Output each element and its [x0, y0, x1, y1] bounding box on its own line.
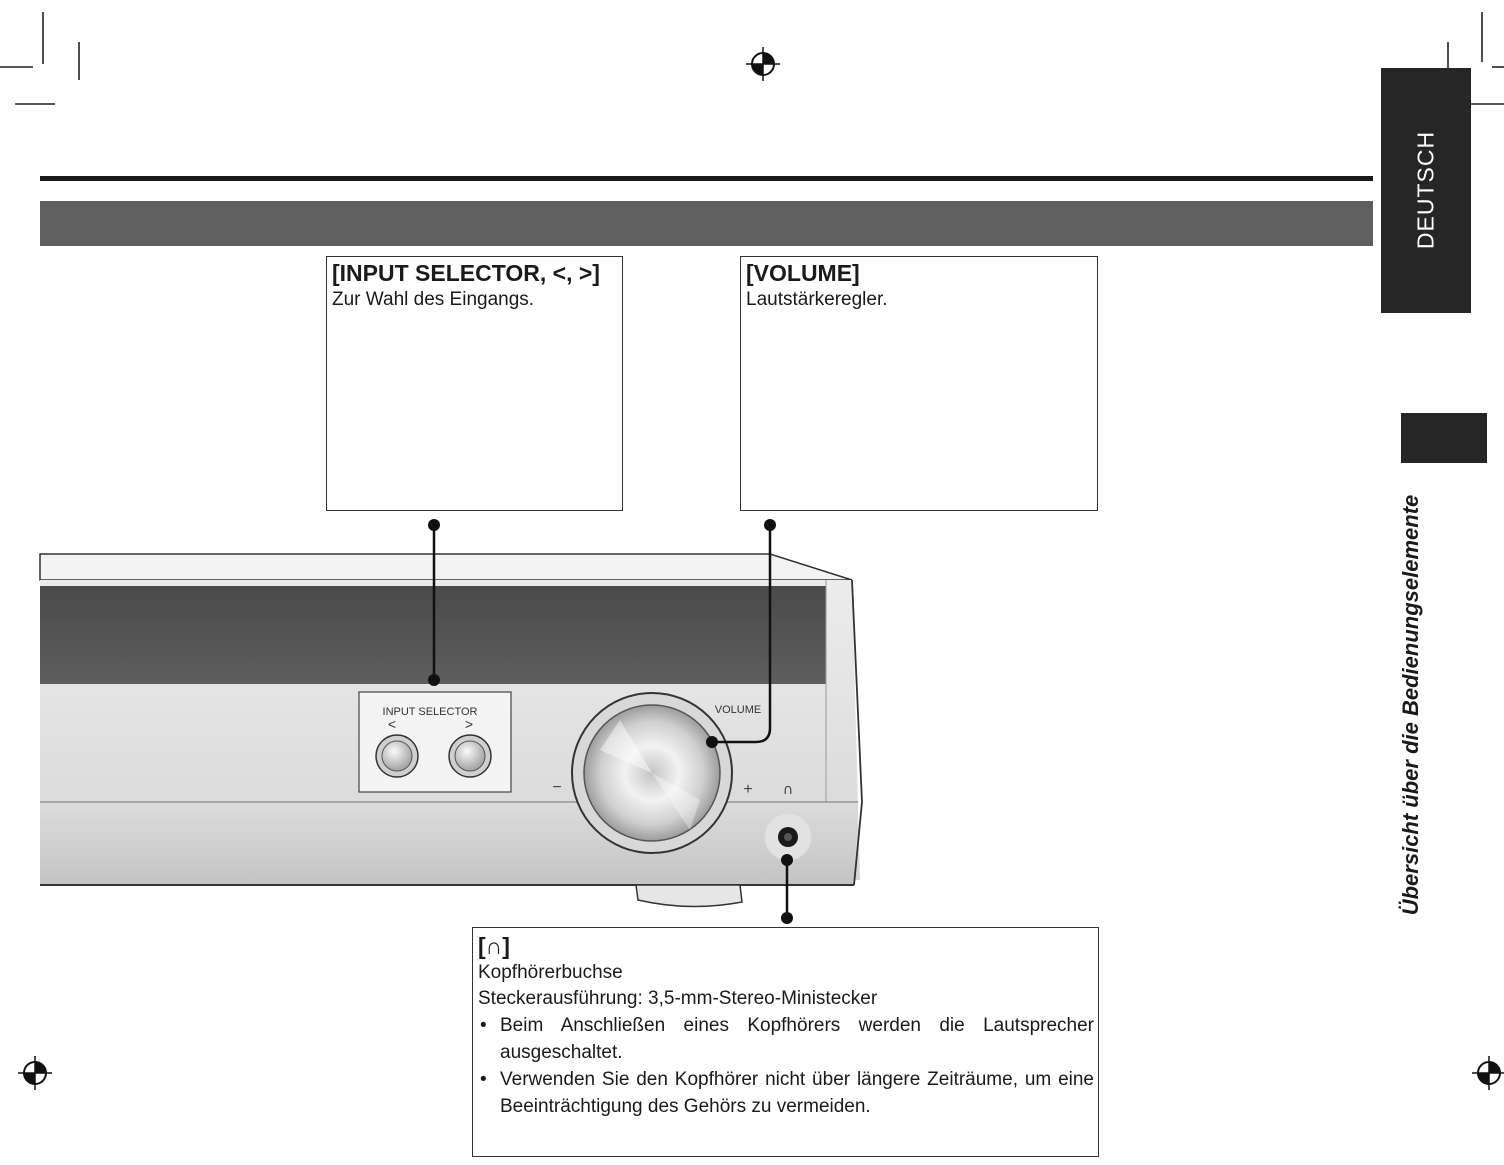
callout-input-selector: [INPUT SELECTOR, <, >] Zur Wahl des Eing… — [326, 256, 623, 511]
registration-mark-left — [18, 1056, 52, 1090]
bullet-item: Verwenden Sie den Kopfhörer nicht über l… — [478, 1066, 1094, 1120]
callout-input-selector-title: [INPUT SELECTOR, <, >] — [332, 260, 600, 286]
callout-headphones-bullets: Beim Anschließen eines Kopfhörers werden… — [473, 1012, 1098, 1120]
panel-less-label: < — [388, 716, 396, 732]
language-tab: DEUTSCH — [1381, 68, 1471, 313]
section-header-bar — [40, 201, 1373, 246]
panel-minus-label: − — [552, 779, 561, 796]
callout-volume-text: Lautstärkeregler. — [746, 289, 888, 310]
section-tab-marker — [1401, 413, 1487, 463]
panel-greater-label: > — [465, 716, 473, 732]
callout-headphones: [∩] Kopfhörerbuchse Steckerausführung: 3… — [472, 927, 1099, 1157]
registration-mark-right — [1472, 1056, 1504, 1090]
panel-plus-label: + — [743, 781, 752, 798]
registration-mark-top — [746, 47, 780, 81]
callout-headphones-line2: Steckerausführung: 3,5-mm-Stereo-Ministe… — [478, 988, 878, 1009]
panel-headphone-symbol: ∩ — [783, 782, 793, 798]
callout-input-selector-text: Zur Wahl des Eingangs. — [332, 289, 535, 310]
callout-volume: [VOLUME] Lautstärkeregler. — [740, 256, 1098, 511]
panel-volume-label: VOLUME — [715, 704, 761, 716]
header-rule — [40, 176, 1373, 181]
bullet-item: Beim Anschließen eines Kopfhörers werden… — [478, 1012, 1094, 1066]
callout-volume-title: [VOLUME] — [746, 260, 860, 286]
callout-headphones-title: [∩] — [478, 933, 510, 959]
callout-headphones-line1: Kopfhörerbuchse — [478, 962, 623, 983]
panel-input-selector-label: INPUT SELECTOR — [383, 706, 478, 718]
